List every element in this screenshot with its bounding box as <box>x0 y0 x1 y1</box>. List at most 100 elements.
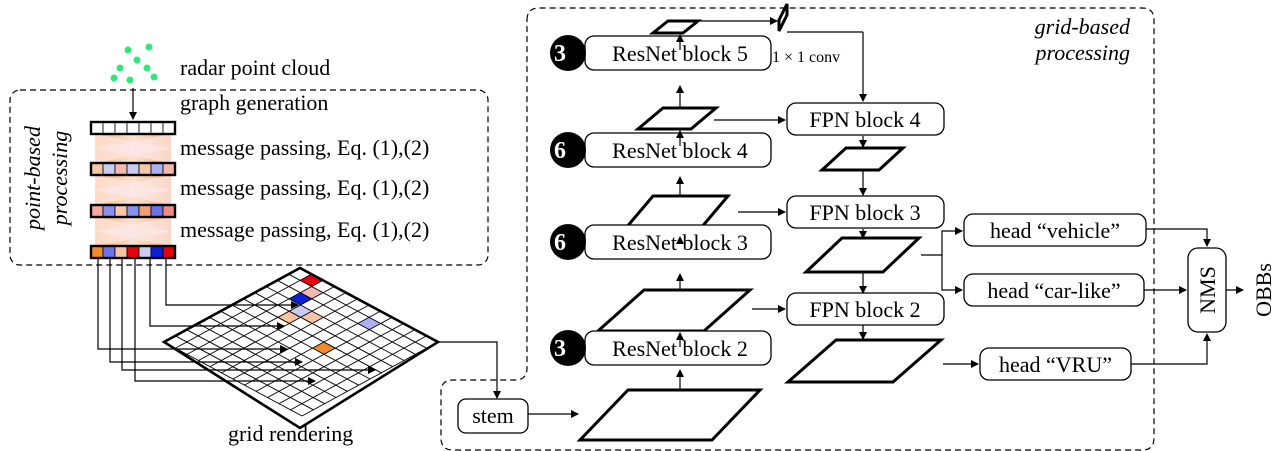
fpn-block-box <box>786 195 945 229</box>
grid-rendering <box>161 266 441 430</box>
radar-point <box>126 76 134 84</box>
grid-rendering-label: grid rendering <box>228 421 353 446</box>
feature-cell <box>114 204 128 218</box>
fpn-block: FPN block 3 <box>786 195 945 229</box>
repeat-count: 6 <box>554 230 566 256</box>
connector-line <box>97 258 288 353</box>
feature-cell <box>138 121 152 135</box>
feature-map-resnet4 <box>633 106 721 131</box>
feature-cell <box>90 245 104 259</box>
fpn-to-head-arrows <box>921 227 979 368</box>
radar-point <box>116 64 124 72</box>
head-label: head “VRU” <box>999 352 1112 377</box>
repeat-badge <box>550 224 586 260</box>
feature-cell <box>114 245 128 259</box>
point-based-line2: processing <box>47 131 72 228</box>
feature-cell <box>126 121 140 135</box>
grid-line <box>301 341 439 417</box>
feature-cell <box>102 162 116 176</box>
grid-cell-filled <box>300 274 323 287</box>
nms-label: NMS <box>1195 266 1220 314</box>
feature-cell <box>126 204 140 218</box>
feature-cell <box>102 245 116 259</box>
graph-generation-label: graph generation <box>180 90 328 115</box>
point-based-line1: point-based <box>20 125 45 232</box>
radar-point-cloud-label: radar point cloud <box>180 55 330 80</box>
message-passing-triangle <box>95 175 171 205</box>
grid-border <box>161 266 441 430</box>
feature-stack <box>89 120 177 260</box>
feature-cell <box>90 162 104 176</box>
fpn-map-2 <box>784 338 945 384</box>
resnet-block: 6×ResNet block 3 <box>550 224 772 260</box>
arrow <box>941 255 963 294</box>
radar-point <box>124 46 132 54</box>
feature-bar <box>89 203 177 219</box>
fpn-block-label: FPN block 2 <box>809 297 920 322</box>
repeat-badge <box>550 330 586 366</box>
radar-point <box>143 64 151 72</box>
fpn-block: FPN block 2 <box>786 292 945 326</box>
message-passing-label-1: message passing, Eq. (1),(2) <box>180 135 429 160</box>
feature-bar <box>89 120 177 136</box>
resnet-block: 3×ResNet block 5 <box>550 35 772 71</box>
message-passing-label-2: message passing, Eq. (1),(2) <box>180 175 429 200</box>
feature-cell <box>90 121 104 135</box>
fpn-block-box <box>786 102 945 136</box>
grid-cell-filled <box>357 317 381 330</box>
repeat-badge <box>550 132 586 168</box>
radar-point <box>150 73 158 81</box>
feature-cell <box>138 162 152 176</box>
obbs-label: OBBs <box>1251 263 1276 317</box>
repeat-count: 3 <box>554 336 566 362</box>
feature-cell <box>102 121 116 135</box>
connector-line <box>134 258 316 385</box>
repeat-badge <box>550 35 586 71</box>
resnet-block: 3×ResNet block 2 <box>550 330 772 366</box>
connector-line <box>149 258 285 330</box>
fpn-topdown-arrows <box>787 31 867 340</box>
repeat-times: × <box>575 138 587 163</box>
connector-line <box>121 258 376 374</box>
stem-box <box>457 398 529 434</box>
grid-based-line2: processing <box>1033 40 1130 65</box>
point-based-region <box>9 89 489 266</box>
fpn-block-label: FPN block 4 <box>809 107 920 132</box>
feature-bar <box>89 161 177 177</box>
message-passing-triangle <box>95 134 171 163</box>
fpn-map-3 <box>802 236 923 274</box>
stem-label: stem <box>472 403 514 428</box>
resnet-block: 6×ResNet block 4 <box>550 132 772 168</box>
radar-point <box>110 74 118 82</box>
feature-cell <box>102 204 116 218</box>
conv-map <box>777 3 789 32</box>
connector-line <box>109 258 303 366</box>
arrow <box>921 227 963 256</box>
repeat-times: × <box>575 336 587 361</box>
feature-cell <box>114 162 128 176</box>
feature-cell <box>90 204 104 218</box>
feature-map-resnet2 <box>594 288 754 333</box>
feature-cell <box>150 162 164 176</box>
fpn-map-4 <box>818 146 907 172</box>
fpn-block: FPN block 4 <box>786 102 945 136</box>
grid-based-line1: grid-based <box>1035 14 1131 39</box>
arrow <box>1131 333 1211 365</box>
lateral-arrows <box>700 17 786 313</box>
repeat-times: × <box>575 230 587 255</box>
grid-based-region <box>440 7 1155 451</box>
feature-bar <box>89 244 177 260</box>
head-box <box>963 213 1147 247</box>
point-cloud <box>110 43 158 84</box>
repeat-count: 6 <box>554 138 566 164</box>
feature-map-stem <box>576 388 764 442</box>
feature-cell <box>162 245 176 259</box>
feature-cell <box>162 162 176 176</box>
fpn-blocks: FPN block 4 FPN block 3 FPN block 2 <box>786 102 945 326</box>
feature-cell <box>162 121 176 135</box>
feature-cell <box>126 162 140 176</box>
repeat-times: × <box>575 41 587 66</box>
conv-label: 1 × 1 conv <box>772 49 840 66</box>
radar-point <box>133 56 141 64</box>
